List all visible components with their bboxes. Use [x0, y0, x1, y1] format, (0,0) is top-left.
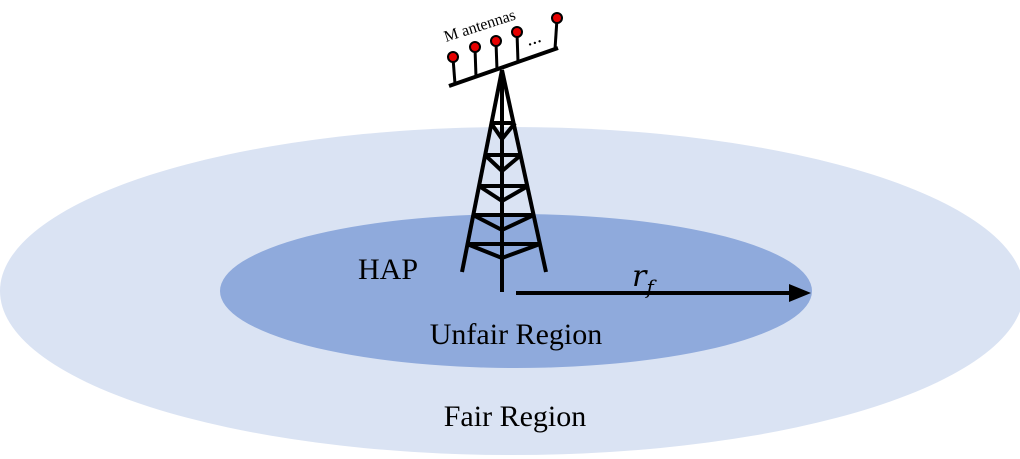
antenna-tip-icon [511, 26, 523, 38]
hap-label: HAP [358, 253, 418, 286]
antenna-label: M antennas [442, 7, 518, 46]
fair-region-label: Fair Region [444, 400, 587, 433]
antenna-tip-icon [490, 35, 502, 47]
radius-arrow [516, 284, 811, 302]
antenna-ellipsis: ... [523, 25, 544, 51]
antenna-tip-icon [551, 12, 563, 24]
unfair-region-label: Unfair Region [430, 318, 602, 351]
tower-icon [460, 69, 548, 292]
antenna-array-icon: ... [447, 12, 563, 88]
antenna-tip-icon [469, 41, 481, 53]
antenna-tip-icon [447, 51, 459, 63]
